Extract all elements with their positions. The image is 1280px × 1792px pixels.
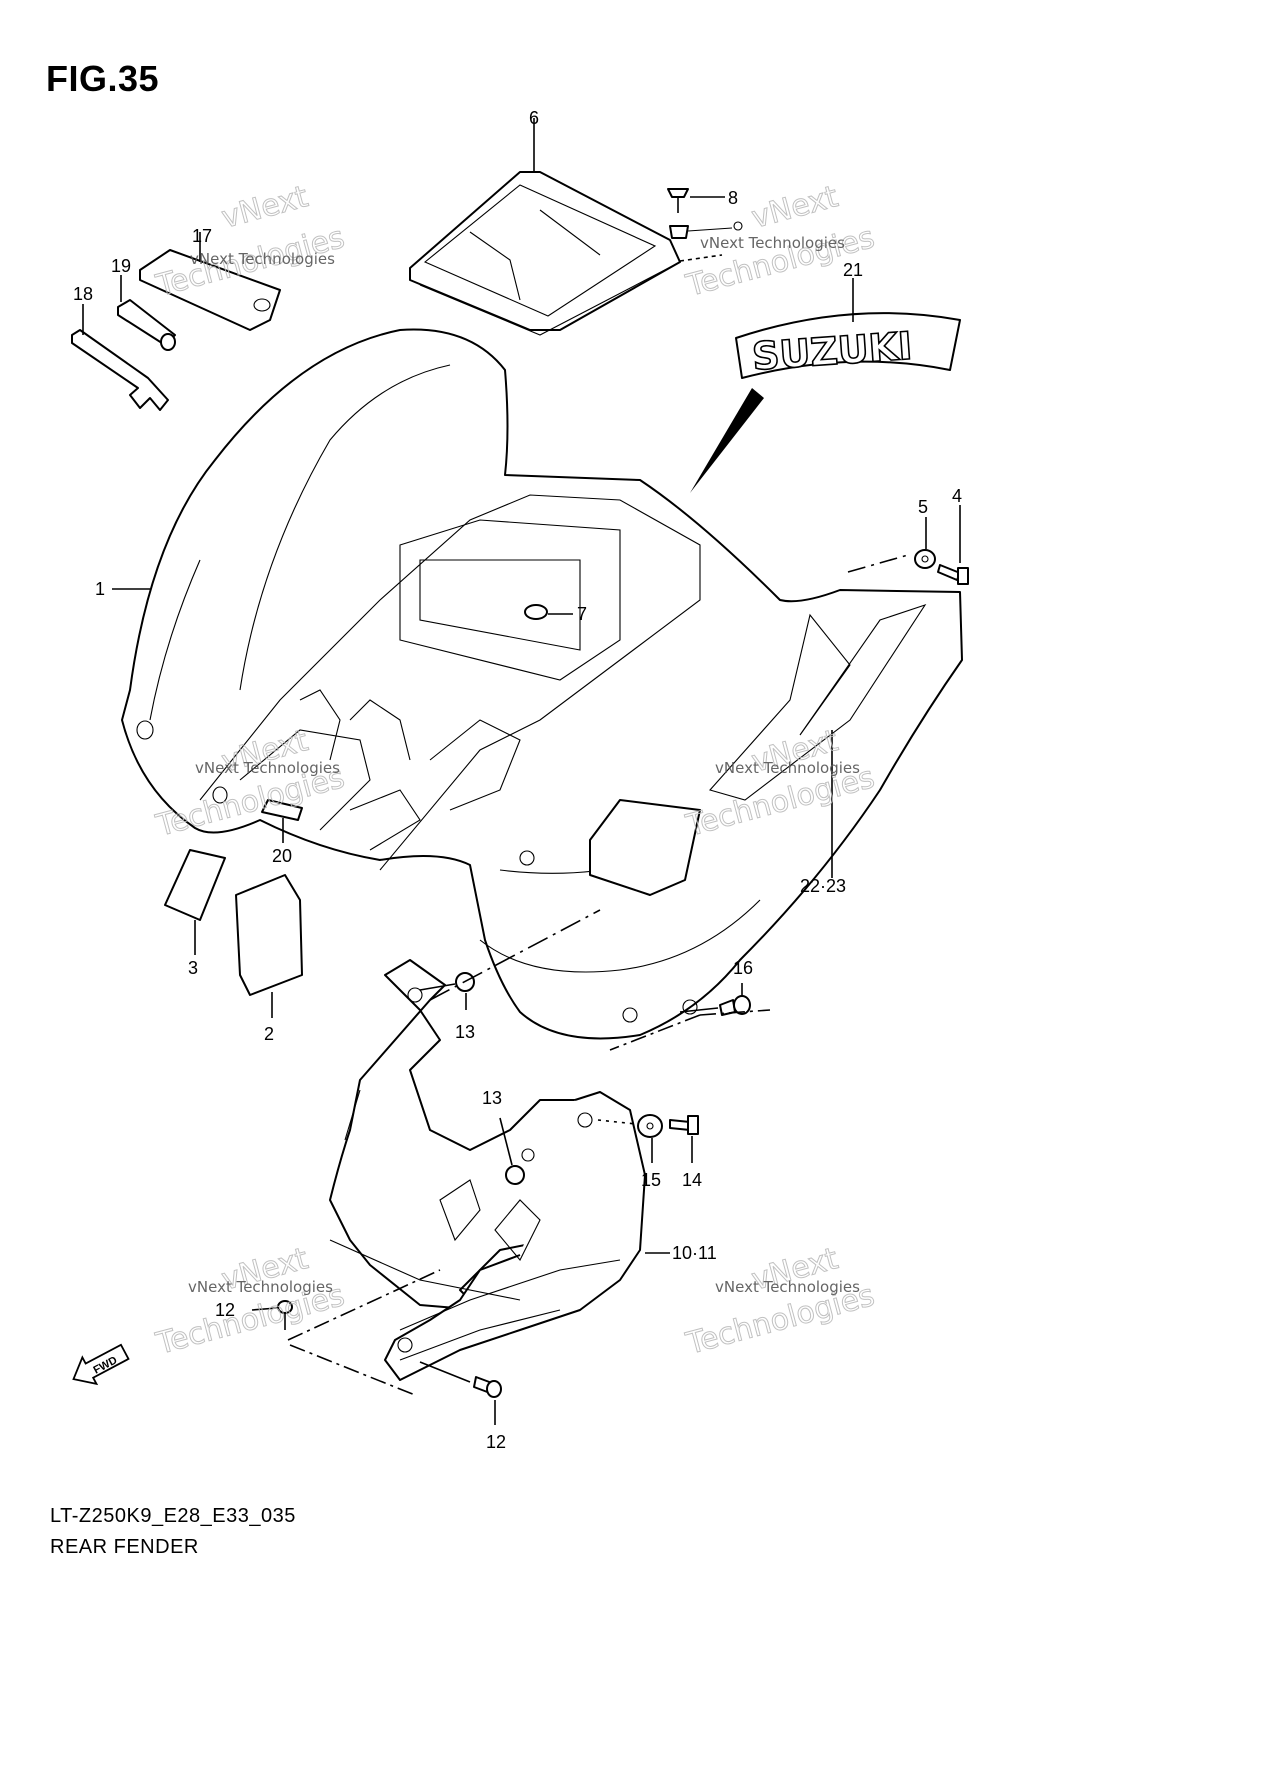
callout-13-upper: 13: [455, 1022, 475, 1042]
callout-16: 16: [733, 958, 753, 978]
callout-15: 15: [641, 1170, 661, 1190]
callout-18: 18: [73, 284, 93, 304]
callout-12-left: 12: [215, 1300, 235, 1320]
assembly-name: REAR FENDER: [50, 1536, 199, 1558]
part-18-wrench[interactable]: [71, 329, 169, 411]
part-19-spark-plug-tool[interactable]: [117, 299, 176, 351]
svg-text:vNext Technologies: vNext Technologies: [700, 234, 845, 252]
part-3-sheet[interactable]: [164, 849, 226, 921]
part-15-washer[interactable]: [637, 1114, 663, 1138]
svg-text:vNext Technologies: vNext Technologies: [715, 1278, 860, 1296]
callout-4: 4: [952, 486, 962, 506]
part-5-washer[interactable]: [914, 549, 936, 569]
callout-22-23: 22·23: [800, 876, 846, 896]
svg-text:vNext: vNext: [748, 179, 842, 236]
part-12-bolt-left[interactable]: [277, 1300, 293, 1330]
callout-8: 8: [728, 188, 738, 208]
part-6-tray-cover[interactable]: [409, 171, 681, 336]
callout-17: 17: [192, 226, 212, 246]
part-nut[interactable]: [669, 221, 743, 239]
callout-2: 2: [264, 1024, 274, 1044]
callout-12-lower: 12: [486, 1432, 506, 1452]
part-1-rear-fender[interactable]: [121, 328, 963, 1040]
decal-pointer-arrow: [690, 388, 764, 493]
part-21-suzuki-decal[interactable]: SUZUKI: [735, 312, 961, 380]
part-20-pad[interactable]: [261, 799, 303, 821]
callout-5: 5: [918, 497, 928, 517]
svg-text:vNext Technologies: vNext Technologies: [195, 759, 340, 777]
callout-14: 14: [682, 1170, 702, 1190]
part-14-bolt[interactable]: [669, 1115, 699, 1135]
figure-title: FIG.35: [46, 58, 160, 99]
callout-6: 6: [529, 108, 539, 128]
callout-1: 1: [95, 579, 105, 599]
fwd-arrow: FWD: [72, 1343, 130, 1386]
svg-text:vNext Technologies: vNext Technologies: [188, 1278, 333, 1296]
part-2-sheet[interactable]: [235, 874, 303, 996]
svg-text:vNext Technologies: vNext Technologies: [190, 250, 335, 268]
callout-7: 7: [577, 604, 587, 624]
callout-20: 20: [272, 846, 292, 866]
callout-10-11: 10·11: [672, 1243, 717, 1263]
watermark-2: vNext Technologies vNext Technologies: [682, 179, 879, 305]
part-12-bolt-lower[interactable]: [473, 1376, 502, 1398]
model-code: LT-Z250K9_E28_E33_035: [50, 1505, 296, 1527]
part-17-tool-bag[interactable]: [139, 249, 281, 331]
svg-text:vNext: vNext: [218, 179, 312, 236]
callout-13-lower: 13: [482, 1088, 502, 1108]
part-8-screw[interactable]: [667, 188, 689, 213]
part-10-11-mud-flap[interactable]: [329, 959, 646, 1381]
part-4-bolt[interactable]: [937, 564, 969, 585]
part-13-bolt-lower[interactable]: [505, 1165, 525, 1185]
callout-19: 19: [111, 256, 131, 276]
callout-21: 21: [843, 260, 863, 280]
part-7-grommet[interactable]: [524, 604, 548, 620]
watermark-5: vNext Technologies vNext Technologies: [152, 1241, 349, 1363]
svg-text:vNext Technologies: vNext Technologies: [715, 759, 860, 777]
callout-3: 3: [188, 958, 198, 978]
